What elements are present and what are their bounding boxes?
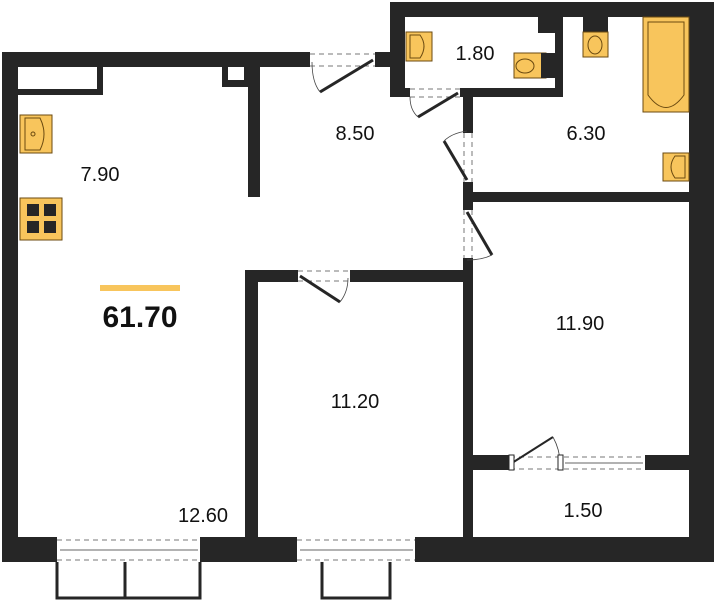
- room-area-living: 12.60: [178, 505, 228, 527]
- room-area-wc: 1.80: [456, 43, 495, 65]
- room-area-bedroom-1: 11.20: [331, 391, 380, 413]
- bathtub-icon: [642, 16, 690, 113]
- room-area-bedroom-2: 11.90: [556, 313, 605, 335]
- stove-icon: [19, 197, 63, 241]
- total-area-accent-bar: [100, 285, 180, 291]
- room-area-bathroom: 6.30: [567, 123, 606, 145]
- kitchen-sink-icon: [19, 114, 53, 154]
- room-area-kitchen: 7.90: [81, 164, 120, 186]
- windows: [55, 456, 645, 600]
- walls: [2, 2, 714, 562]
- total-area: 61.70: [102, 301, 177, 334]
- doors: [298, 53, 564, 471]
- wc-sink-icon: [405, 31, 433, 62]
- balcony-area: [473, 470, 689, 537]
- toilet-icon: [582, 17, 609, 58]
- fixtures: [19, 16, 690, 241]
- bathroom-sink-icon: [662, 152, 690, 182]
- room-area-hall: 8.50: [336, 123, 375, 145]
- room-area-balcony: 1.50: [564, 500, 603, 522]
- toilet-icon: [513, 52, 555, 79]
